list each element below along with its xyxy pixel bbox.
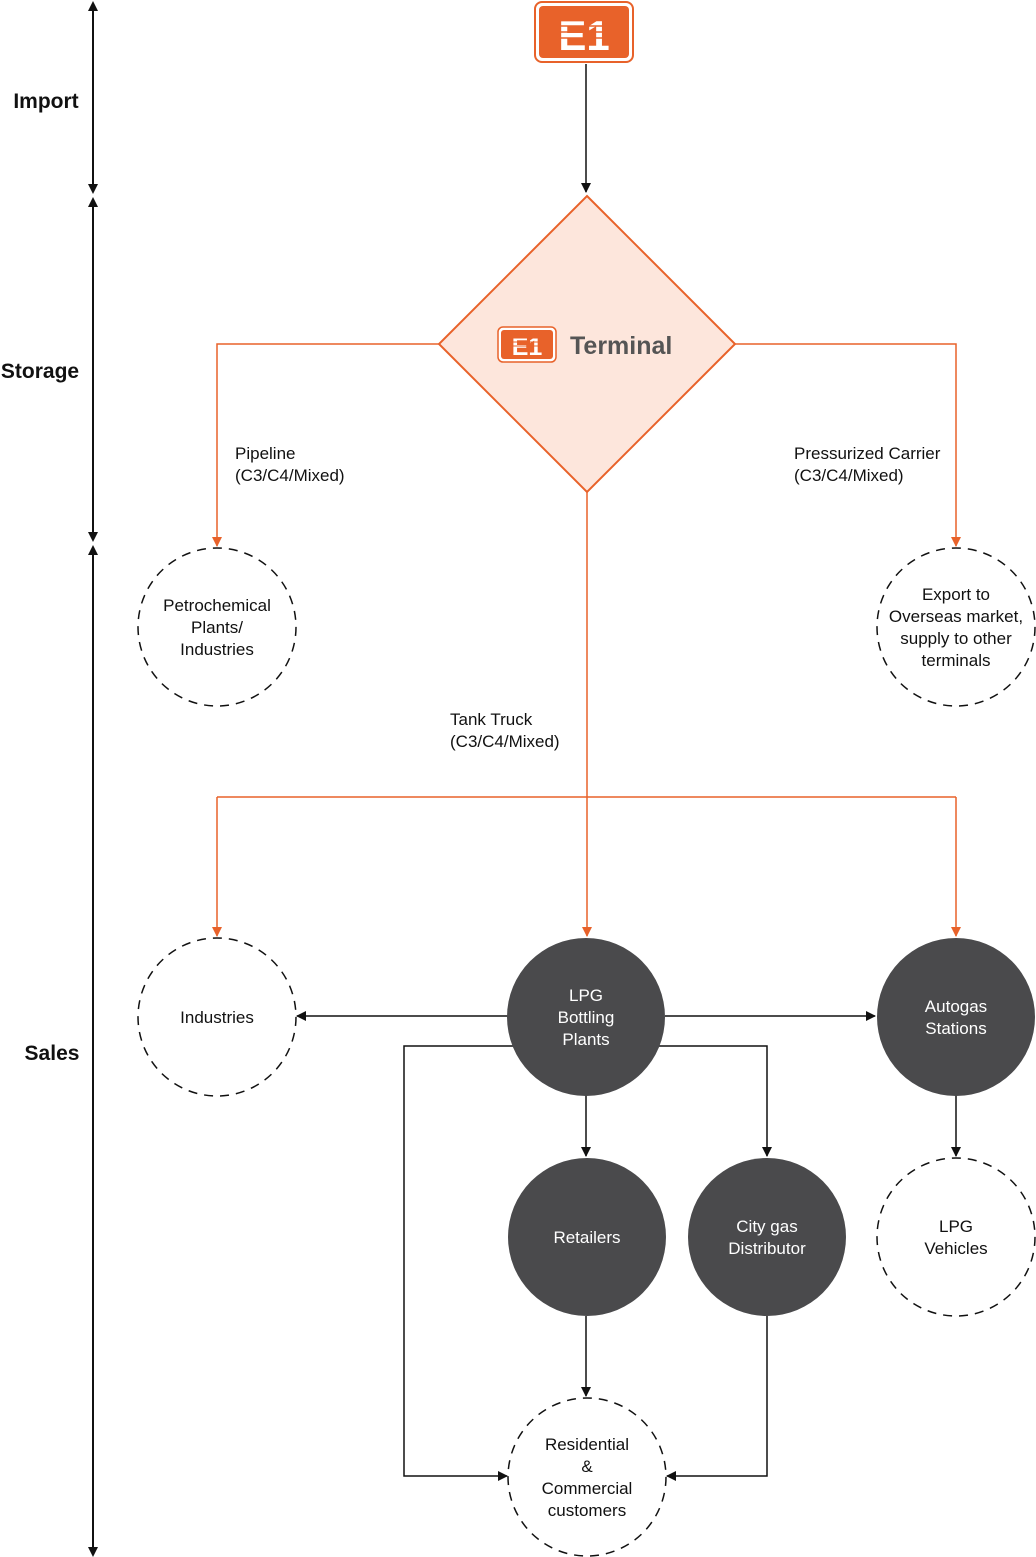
stage-label-import: Import [13,90,78,113]
carrier-flow [735,343,961,547]
node-lpg-vehicles-label: Vehicles [924,1239,987,1258]
pipeline-sublabel: (C3/C4/Mixed) [235,466,345,485]
node-city-gas-label: Distributor [728,1239,806,1258]
carrier-sublabel: (C3/C4/Mixed) [794,466,904,485]
node-lpg-bottling-label: LPG [569,986,603,1005]
node-city-gas-circle [688,1158,846,1316]
carrier-label: Pressurized Carrier [794,444,941,463]
node-export-label: Overseas market, [889,607,1023,626]
node-lpg-bottling-label: Bottling [558,1008,615,1027]
truck-label: Tank Truck [450,710,533,729]
node-industries-label: Industries [180,1008,254,1027]
terminal-flows [212,343,961,937]
node-autogas-label: Stations [925,1019,986,1038]
pipeline-flow [212,343,439,547]
node-industries-circle [137,937,297,1097]
node-lpg-vehicles: LPG Vehicles [876,1157,1036,1317]
node-lpg-bottling-label: Plants [562,1030,609,1049]
node-petrochemical-label: Plants/ [191,618,243,637]
node-export: Export to Overseas market, supply to other… [876,547,1036,707]
e1-terminal: E1 Terminal [437,194,737,494]
node-export-label: Export to [922,585,990,604]
node-retailers-circle [508,1158,666,1316]
node-residential-label: & [581,1457,593,1476]
node-residential-label: Residential [545,1435,629,1454]
node-retailers: Retailers [508,1158,666,1316]
e1-logo-small: E1 [497,326,557,363]
node-export-circle [876,547,1036,707]
node-city-gas-label: City gas [736,1217,797,1236]
node-export-label: terminals [922,651,991,670]
node-residential: Residential & Commercial customers [507,1397,667,1557]
pipeline-label: Pipeline [235,444,296,463]
edge-labels: Pipeline (C3/C4/Mixed) Pressurized Carri… [235,444,941,751]
node-residential-circle [507,1397,667,1557]
node-retailers-label: Retailers [553,1228,620,1247]
node-residential-label: customers [548,1501,626,1520]
e1-logo-text: E1 [558,12,609,59]
node-lpg-vehicles-label: LPG [939,1217,973,1236]
stage-label-sales: Sales [25,1042,80,1065]
node-autogas-label: Autogas [925,997,987,1016]
e1-logo-small-text: E1 [512,333,543,361]
node-petrochemical-label: Industries [180,640,254,659]
node-residential-label: Commercial [542,1479,633,1498]
city-gas-to-residential [666,1316,768,1481]
stage-label-storage: Storage [1,360,79,383]
truck-sublabel: (C3/C4/Mixed) [450,732,560,751]
terminal-label: Terminal [570,332,672,360]
node-industries: Industries [137,937,297,1097]
node-lpg-bottling-circle [507,938,665,1096]
node-export-label: supply to other [900,629,1012,648]
node-petrochemical-circle [137,547,297,707]
e1-logo-top: E1 [534,1,634,63]
node-autogas-circle [877,938,1035,1096]
node-lpg-vehicles-circle [876,1157,1036,1317]
stage-axis: Import Storage Sales [1,0,98,1557]
bottling-to-city-gas [636,1045,772,1157]
bottling-to-residential [403,1045,537,1481]
node-petrochemical-label: Petrochemical [163,596,271,615]
sales-flows [296,1011,961,1481]
